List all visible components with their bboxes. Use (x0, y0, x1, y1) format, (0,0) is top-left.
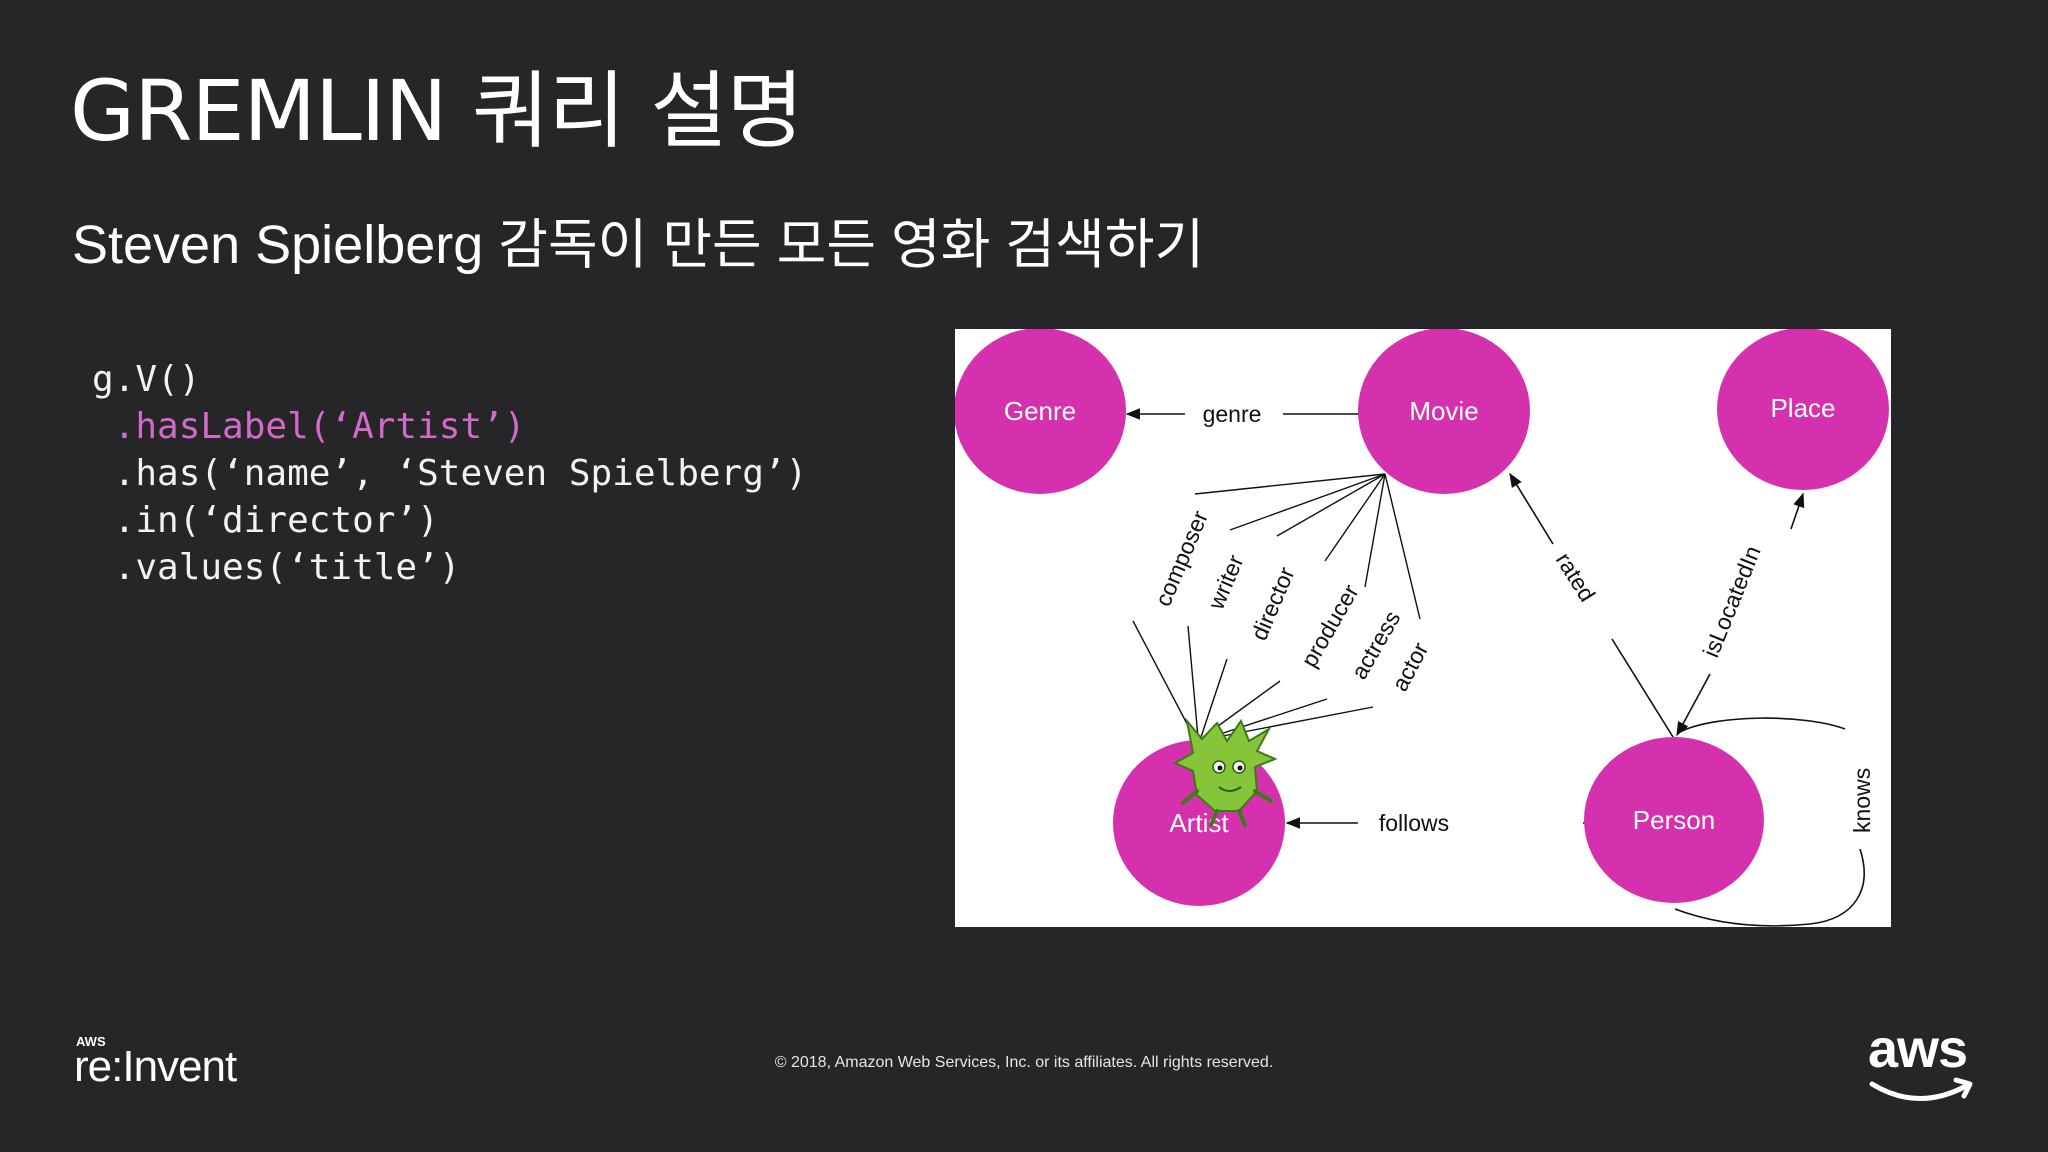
code-line: g.V() (92, 359, 201, 400)
node-label-person: Person (1633, 805, 1715, 835)
aws-logo-text: aws (1868, 1019, 1968, 1079)
node-label-artist: Artist (1169, 808, 1229, 838)
node-person (1584, 737, 1764, 903)
edge-line-islocatedin-head (1790, 492, 1805, 530)
aws-logo: aws (1866, 1019, 1984, 1108)
edge-line-knows-bottom (1674, 848, 1865, 927)
code-line: .values(‘title’) (92, 547, 461, 588)
node-genre (955, 329, 1126, 494)
edge-line-islocatedin (1676, 673, 1711, 737)
code-line: .in(‘director’) (92, 500, 439, 541)
edge-label-writer: writer (1202, 551, 1248, 614)
code-line: .has(‘name’, ‘Steven Spielberg’) (92, 453, 808, 494)
edge-label-composer: composer (1150, 507, 1214, 610)
copyright-text: © 2018, Amazon Web Services, Inc. or its… (774, 1054, 1274, 1071)
graph-diagram: Genre Movie Place Artist Person genre co… (955, 329, 1891, 927)
slide-title: GREMLIN 쿼리 설명 (70, 62, 804, 160)
edge-line-rated-head (1509, 472, 1554, 545)
code-block: g.V() .hasLabel(‘Artist’) .has(‘name’, ‘… (92, 356, 807, 591)
edge-line-knows-top (1679, 717, 1846, 733)
edge-label-islocatedin: isLocatedIn (1698, 542, 1766, 661)
node-movie (1358, 329, 1530, 494)
node-label-genre: Genre (1004, 396, 1076, 426)
edge-label-follows: follows (1379, 810, 1449, 836)
edge-label-rated: rated (1551, 548, 1601, 606)
reinvent-logo-small: AWS (76, 1034, 106, 1049)
slide-subtitle: Steven Spielberg 감독이 만든 모든 영화 검색하기 (72, 215, 1205, 275)
node-label-movie: Movie (1409, 396, 1478, 426)
edge-label-genre: genre (1203, 401, 1262, 427)
edge-label-director: director (1246, 563, 1300, 644)
aws-smile-icon (1869, 1077, 1973, 1101)
edge-line-rated (1611, 638, 1674, 738)
reinvent-logo-text: re:Invent (74, 1042, 237, 1091)
gremlin-mascot-icon (1172, 717, 1278, 827)
edge-label-knows: knows (1849, 768, 1875, 833)
edge-label-actor: actor (1386, 638, 1433, 696)
node-label-place: Place (1770, 393, 1835, 423)
code-line-highlighted: .hasLabel(‘Artist’) (92, 406, 526, 447)
node-place (1717, 329, 1889, 490)
